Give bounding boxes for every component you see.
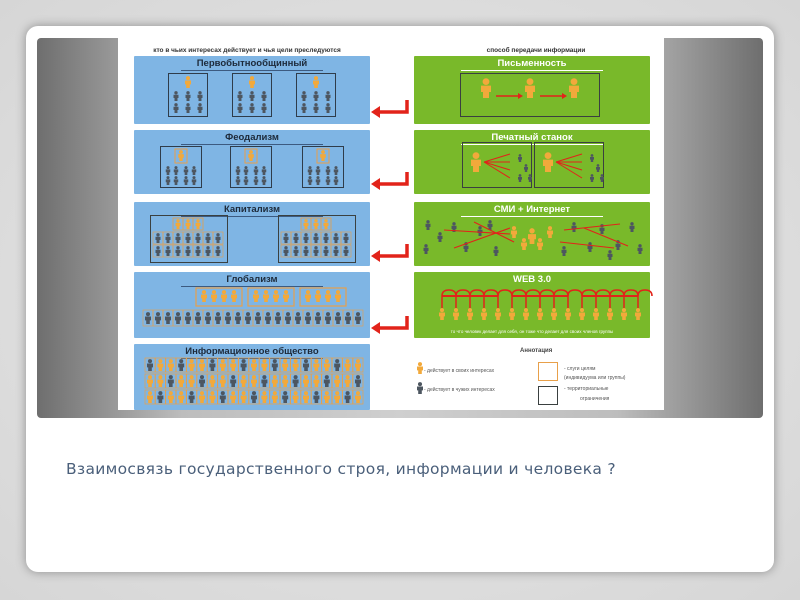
- group-box: [462, 142, 532, 188]
- panel-title: Информационное общество: [134, 346, 370, 359]
- group-box: [460, 73, 600, 117]
- panel-title: Письменность: [414, 58, 650, 71]
- group-box: [278, 215, 356, 263]
- group-box: [534, 142, 604, 188]
- slide-caption: Взаимосвязь государственного строя, инфо…: [66, 460, 616, 478]
- panel-information-society: Информационное общество: [134, 344, 370, 410]
- left-column-header: кто в чьих интересах действует и чья цел…: [153, 47, 341, 54]
- legend-title: Аннотация: [520, 348, 553, 354]
- legend-orange-box: [538, 362, 558, 381]
- connector-arrow-icon: [378, 100, 409, 114]
- group-box: [168, 73, 208, 117]
- panel-primitive: Первобытнообщинный: [134, 56, 370, 124]
- panel-web30: WEB 3.0 то что человек делает для себя, …: [414, 272, 650, 338]
- connector-arrowhead-icon: [371, 178, 380, 190]
- panel-title: Феодализм: [134, 132, 370, 145]
- panel-title: Капитализм: [134, 204, 370, 217]
- connector-arrowhead-icon: [371, 322, 380, 334]
- legend-others-interest: - действует в чужих интересах: [424, 387, 495, 393]
- panel-media-internet: СМИ + Интернет: [414, 202, 650, 266]
- diagram: кто в чьих интересах действует и чья цел…: [118, 38, 664, 410]
- group-box: [150, 215, 228, 263]
- legend-servants-2: (индивидуума или группы): [564, 375, 626, 381]
- group-box: [160, 146, 202, 188]
- legend-servants-1: - слуги целям: [564, 366, 596, 372]
- legend-territorial-2: ограничения: [580, 396, 610, 402]
- group-box: [232, 73, 272, 117]
- person-orange-icon: [417, 362, 423, 374]
- legend-self-interest: - действует в своих интересах: [424, 368, 495, 374]
- person-grey-icon: [417, 382, 423, 394]
- panel-title: Первобытнообщинный: [134, 58, 370, 71]
- group-box: [296, 73, 336, 117]
- panel-printing-press: Печатный станок: [414, 130, 650, 194]
- legend-territorial-1: - территориальные: [564, 386, 609, 392]
- panel-title: WEB 3.0: [512, 274, 551, 285]
- legend-dark-box: [538, 386, 558, 405]
- panel-title: Печатный станок: [414, 132, 650, 145]
- panel-title: Глобализм: [134, 274, 370, 287]
- right-column-header: способ передачи информации: [486, 47, 586, 54]
- panel-capitalism: Капитализм: [134, 202, 370, 266]
- connector-arrowhead-icon: [371, 106, 380, 118]
- group-box: [302, 146, 344, 188]
- panel-title: СМИ + Интернет: [414, 204, 650, 217]
- connector-arrow-icon: [378, 316, 409, 330]
- panel-feudalism: Феодализм: [134, 130, 370, 194]
- panel-writing: Письменность: [414, 56, 650, 124]
- connector-arrow-icon: [378, 244, 409, 258]
- web30-note: то что человек делает для себя, он тоже …: [450, 329, 614, 334]
- panel-globalism: Глобализм: [134, 272, 370, 338]
- group-box: [230, 146, 272, 188]
- connector-arrow-icon: [378, 172, 409, 186]
- connector-arrowhead-icon: [371, 250, 380, 262]
